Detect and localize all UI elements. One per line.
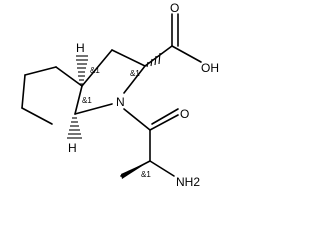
wedge-bond-calpha-methyl: [121, 161, 150, 179]
bond-camide-o-double-1: [149, 114, 179, 131]
carbonyl-oxygen-acid-label: O: [170, 1, 179, 15]
carboxylic-acid-group: [144, 13, 202, 67]
bond-c2-ccooh: [144, 45, 173, 67]
bond-c3a-c6a: [74, 85, 83, 115]
chemical-structure: H H O OH N O NH2 &1 &1 &1 &1: [21, 1, 219, 189]
bond-n1-camide: [123, 108, 151, 131]
hashed-bond-c3a-h: [76, 55, 88, 85]
alanyl-group: [120, 108, 179, 177]
ring-nitrogen-label: N: [116, 95, 125, 109]
stereo-label-c3a: &1: [90, 66, 100, 75]
bond-c6-c6a: [21, 107, 53, 125]
hydrogen-label-bottom: H: [68, 141, 77, 155]
hydroxyl-label: OH: [201, 61, 219, 75]
bond-calpha-nh2: [149, 160, 175, 177]
bond-c3a-c4: [55, 66, 83, 87]
pyrrolidine-ring: [74, 49, 146, 115]
stereo-label-c2: &1: [130, 69, 140, 78]
bond-ccooh-oh: [171, 45, 202, 63]
bond-c3a-c3: [81, 49, 113, 87]
stereo-label-c6a: &1: [82, 96, 92, 105]
bond-c4-c5: [24, 66, 57, 76]
hydrogen-label-top: H: [76, 41, 85, 55]
bond-c5-c6: [21, 74, 26, 109]
hashed-bond-c6a-h: [67, 117, 82, 139]
bond-camide-o-double-2: [151, 108, 179, 125]
hashed-bond-c2-cooh: [146, 52, 161, 68]
stereo-label-alanine: &1: [141, 170, 151, 179]
cyclopentane-ring: [21, 66, 83, 125]
amine-label: NH2: [176, 175, 200, 189]
carbonyl-oxygen-amide-label: O: [180, 107, 189, 121]
bond-c3-c2: [111, 49, 146, 67]
bond-c2-n1: [123, 65, 146, 94]
bond-n1-c6a: [74, 103, 113, 115]
